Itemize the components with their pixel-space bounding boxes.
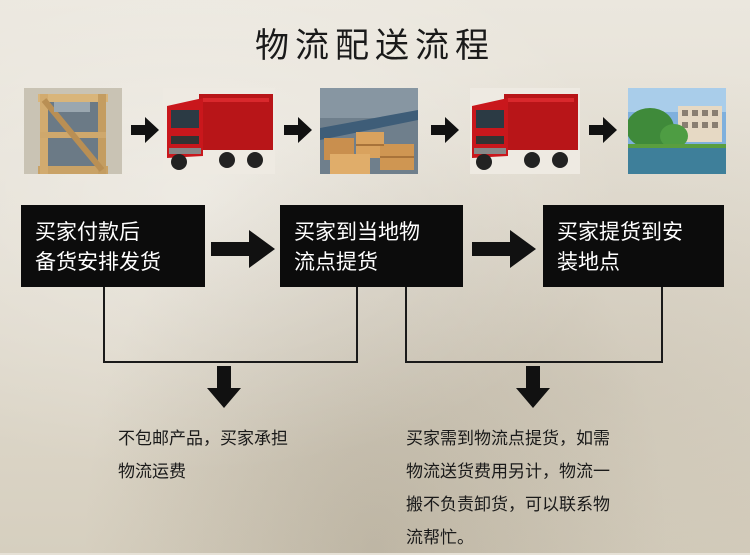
arrow-right-icon bbox=[431, 117, 459, 147]
arrow-right-icon bbox=[284, 117, 312, 147]
arrow-down-icon bbox=[207, 366, 241, 408]
step-1-line-2: 备货安排发货 bbox=[35, 250, 161, 274]
note-right-line-4: 流帮忙。 bbox=[406, 528, 474, 548]
arrow-down-icon bbox=[516, 366, 550, 408]
truck-photo-2 bbox=[470, 88, 580, 174]
wooden-crate-icon bbox=[24, 88, 122, 174]
crate-photo bbox=[24, 88, 122, 174]
step-2-line-1: 买家到当地物 bbox=[294, 220, 420, 244]
arrow-right-icon bbox=[589, 117, 617, 147]
step-1-line-1: 买家付款后 bbox=[35, 220, 140, 244]
note-right-line-3: 搬不负责卸货，可以联系物 bbox=[406, 495, 610, 515]
note-left-line-1: 不包邮产品，买家承担 bbox=[118, 429, 288, 449]
red-truck-icon bbox=[470, 88, 580, 174]
arrow-right-icon bbox=[472, 230, 536, 272]
warehouse-photo bbox=[320, 88, 418, 174]
note-right: 买家需到物流点提货，如需 物流送货费用另计，物流一 搬不负责卸货，可以联系物 流… bbox=[406, 423, 610, 555]
destination-building-icon bbox=[628, 88, 726, 174]
step-box-2: 买家到当地物 流点提货 bbox=[280, 205, 463, 287]
note-right-line-1: 买家需到物流点提货，如需 bbox=[406, 429, 610, 449]
arrow-right-icon bbox=[131, 117, 159, 147]
step-box-3: 买家提货到安 装地点 bbox=[543, 205, 724, 287]
step-2-line-2: 流点提货 bbox=[294, 250, 378, 274]
step-3-line-1: 买家提货到安 bbox=[557, 220, 683, 244]
red-truck-icon bbox=[163, 88, 275, 174]
page-title: 物流配送流程 bbox=[255, 26, 495, 66]
destination-photo bbox=[628, 88, 726, 174]
step-3-line-2: 装地点 bbox=[557, 250, 620, 274]
arrow-right-icon bbox=[211, 230, 275, 272]
step-box-1: 买家付款后 备货安排发货 bbox=[21, 205, 205, 287]
warehouse-boxes-icon bbox=[320, 88, 418, 174]
truck-photo-1 bbox=[163, 88, 275, 174]
note-right-line-2: 物流送货费用另计，物流一 bbox=[406, 462, 610, 482]
note-left-line-2: 物流运费 bbox=[118, 462, 186, 482]
note-left: 不包邮产品，买家承担 物流运费 bbox=[118, 423, 288, 489]
